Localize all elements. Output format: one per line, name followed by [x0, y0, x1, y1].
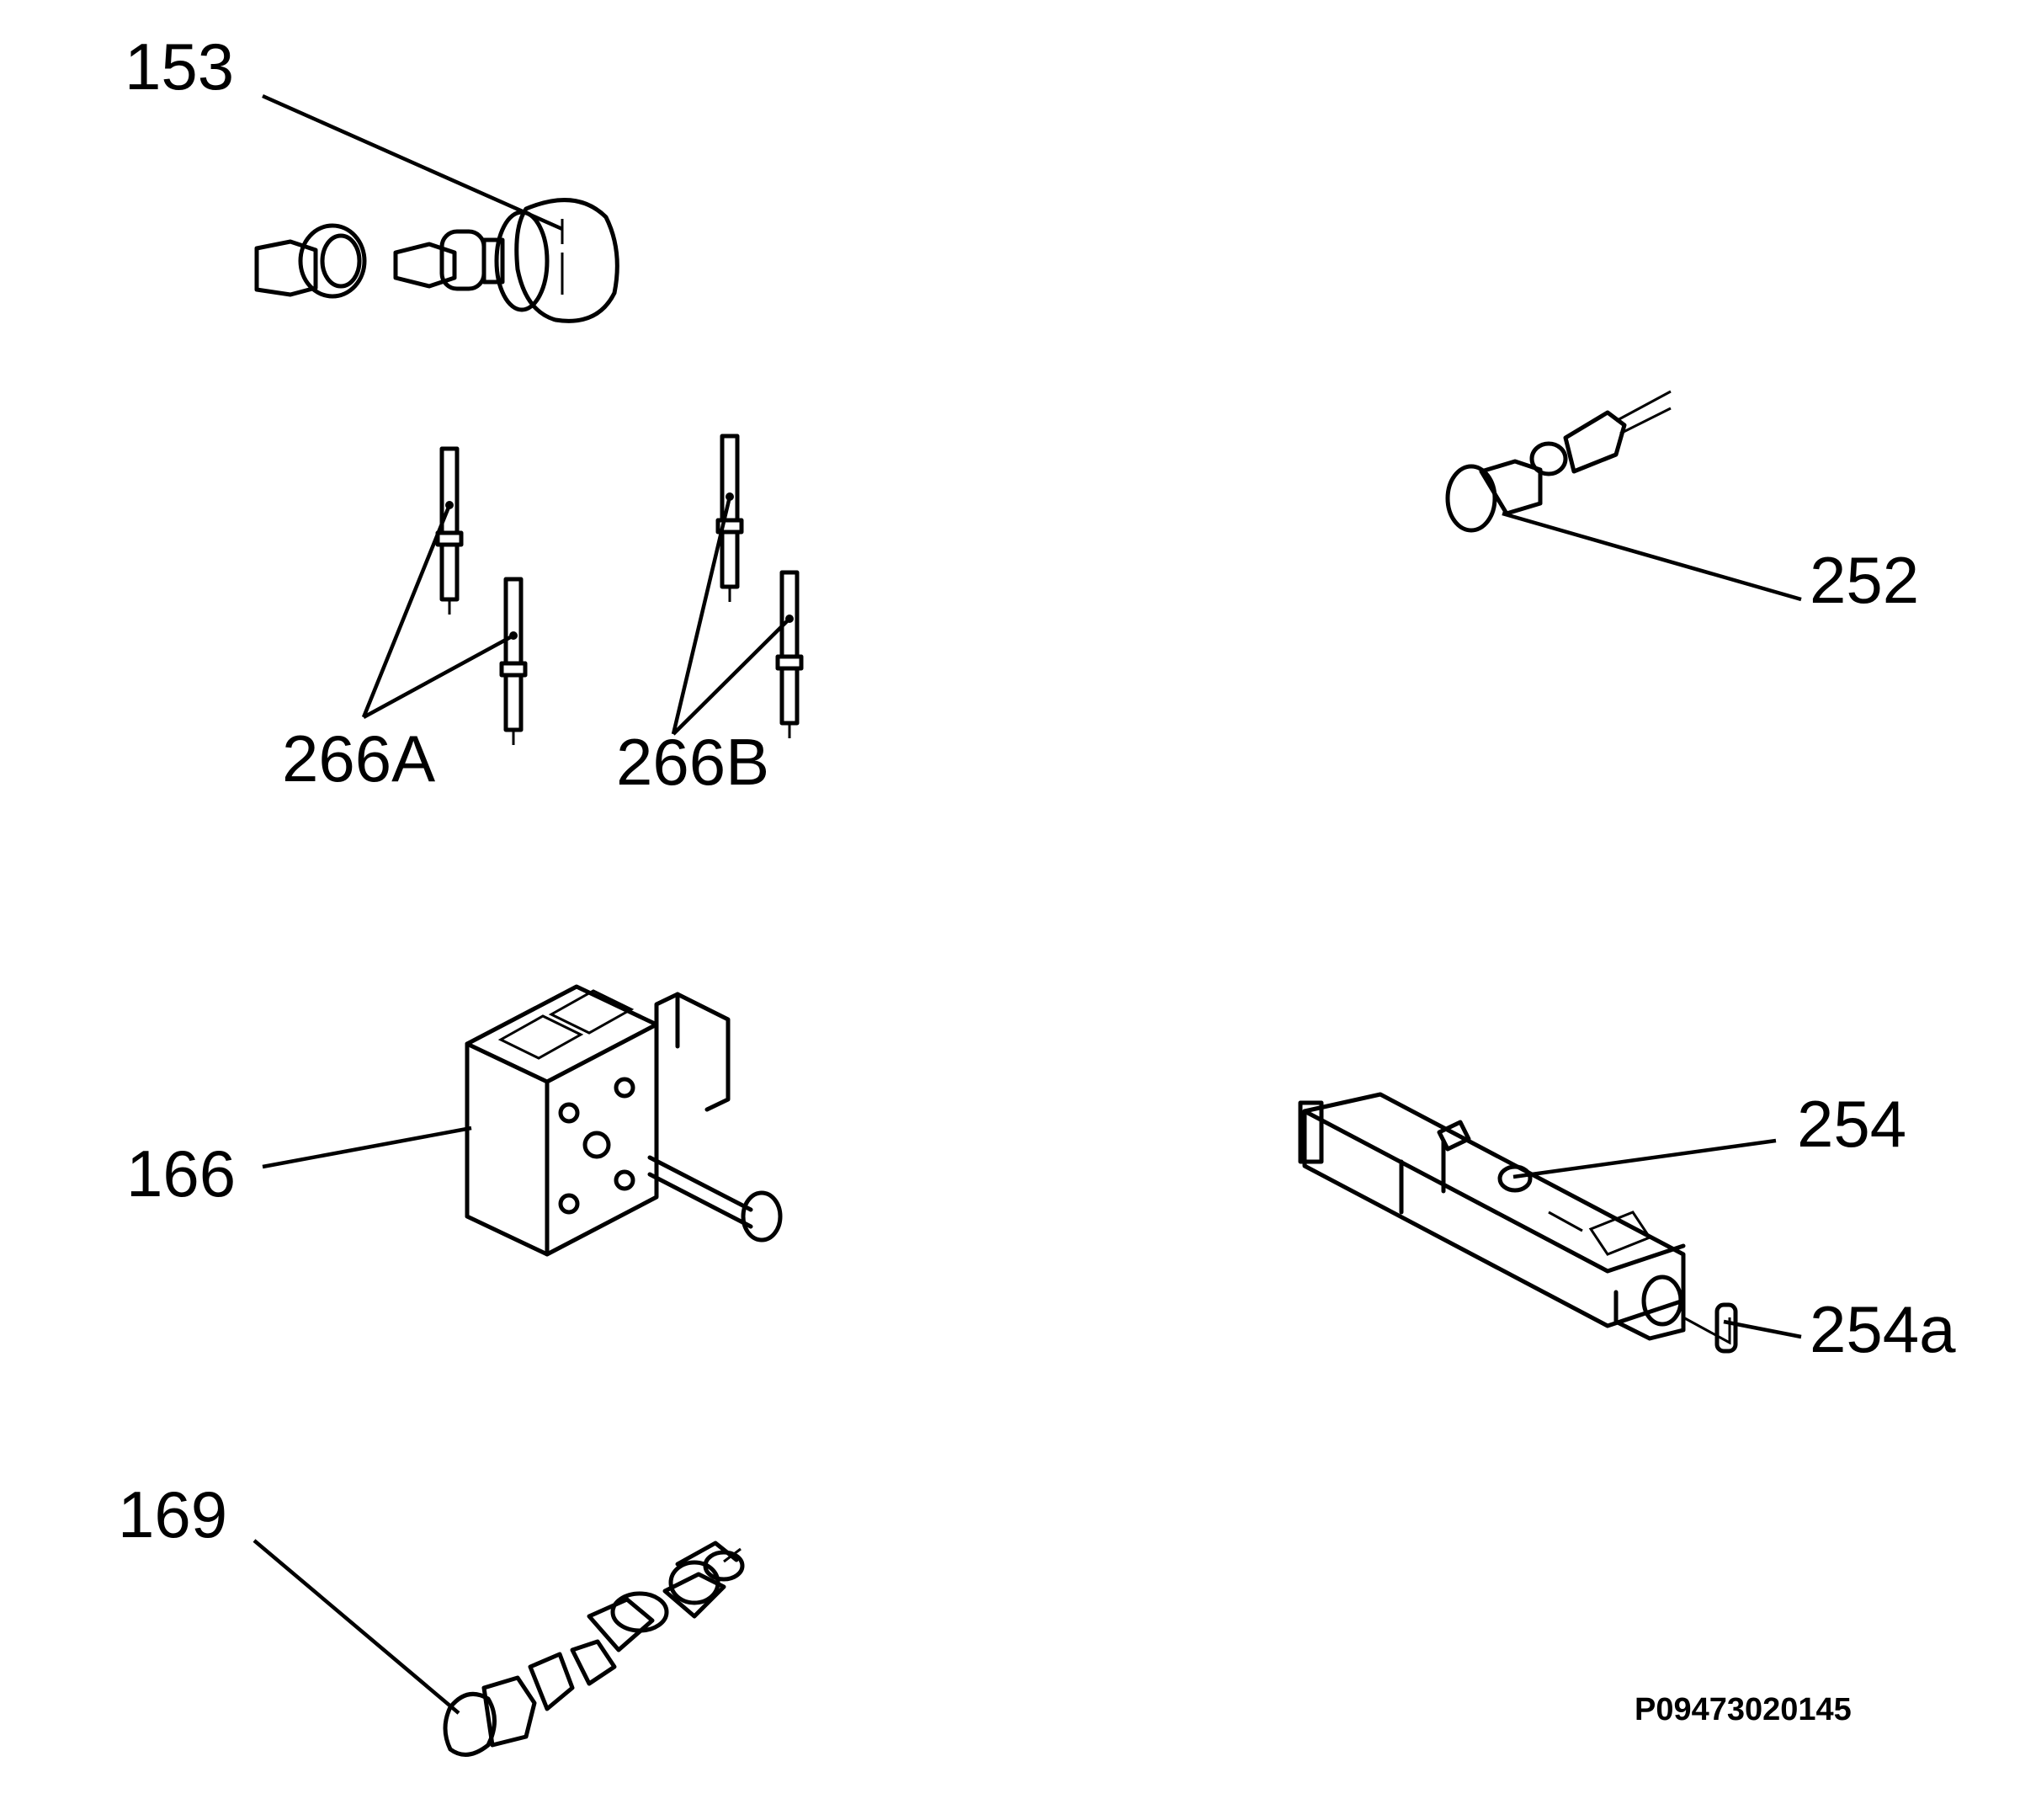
part-266a-electrodes [361, 446, 528, 745]
callout-169: 169 [118, 1477, 228, 1551]
part-169-assembly [252, 1539, 745, 1757]
part-166-valve-block [262, 984, 783, 1257]
callout-252: 252 [1810, 543, 1920, 617]
part-252-assembly [1445, 390, 1802, 602]
callout-266a: 266A [282, 721, 436, 796]
part-266b-electrodes [671, 434, 804, 738]
callout-266b: 266B [616, 725, 770, 799]
part-153-knob-assembly [254, 93, 619, 323]
callout-254a: 254a [1810, 1292, 1956, 1366]
callout-153: 153 [125, 29, 235, 104]
callout-254: 254 [1797, 1087, 1907, 1161]
callout-166: 166 [126, 1136, 237, 1211]
diagram-reference-number: P09473020145 [1635, 1692, 1852, 1727]
part-254-ignition-assembly [1298, 1092, 1802, 1354]
